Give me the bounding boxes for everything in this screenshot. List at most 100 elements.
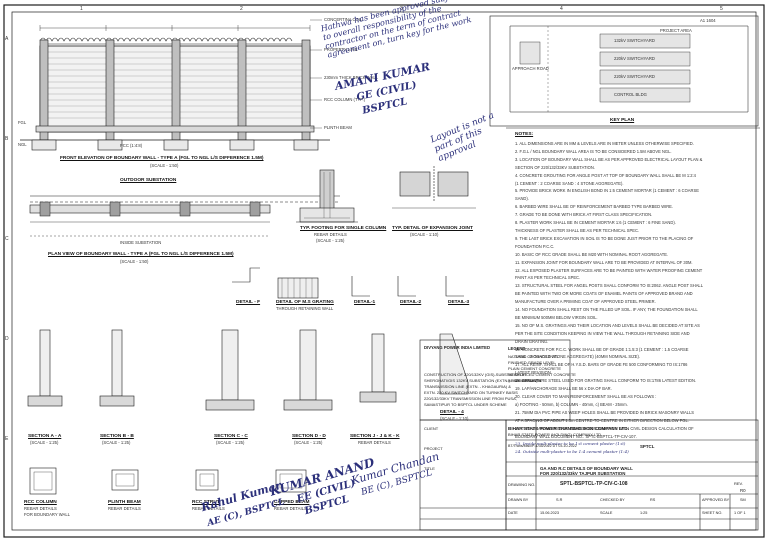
note-line: MANUFACTURE OVER A PRIMING COAT OF APPRO… (515, 299, 656, 305)
detail-f-title: DETAIL - F (236, 300, 261, 305)
capped-detail-title: CAPPED BEAM (274, 500, 310, 505)
note-line: SAND : 3 GRADED STONE AGGREGATE) (40MM N… (515, 354, 641, 360)
property-line-label: PROPERTY LINE (324, 47, 358, 52)
svg-text:B: B (5, 136, 9, 142)
note-line: 2. F.G.L / NGL BOUNDARY WALL AREA IS TO … (515, 148, 672, 154)
note-line: 18. STRUCTURE STEEL USED FOR GRATING SHA… (515, 378, 697, 384)
project-label: PROJECT (424, 446, 443, 451)
svg-text:4: 4 (560, 6, 563, 12)
notes-list: 1. ALL DIMENSIONS ARE IN MM & LEVELS ARE… (515, 140, 760, 456)
concertina-label: CONCERTINA COIL (324, 17, 363, 22)
legend-item: PLAIN CEMENT CONCRETE (508, 366, 562, 371)
note-line: PAINT AS PER TECHNICAL SPEC. (515, 275, 581, 281)
ref-line: BT/Trans/Misc/P-1/35/2022 DT 03-10-2022 (508, 444, 577, 448)
small-details-row (232, 267, 464, 299)
section-j-sub: REBAR DETAILS (358, 440, 391, 445)
front-elevation-scale: (SCALE - 1:50) (150, 163, 179, 168)
legend-item: NATURAL GROUND LEVEL (508, 354, 559, 359)
company-name: BIHAR STATE POWER TRANSMISSION COMPANY L… (508, 426, 629, 431)
date-value: 15.06.2023 (540, 511, 560, 515)
legend-item: REINFORCED CEMENT CONCRETE (508, 372, 576, 377)
detail-3-title: DETAIL-3 (448, 300, 470, 305)
note-line: 16. CONCRETE FOR P.C.C. WORK SHALL BE OF… (515, 346, 689, 352)
note-line: SECTION OF 220/132/33KV SUBSTATION. (515, 164, 595, 170)
note-line: 20. CLEAR COVER TO MAIN REINFORCEMENT SH… (515, 394, 657, 399)
note-line: 5. PROVIDE BRICK WORK IN ENGLISH BOND IN… (515, 188, 699, 194)
rev-label: REV. (734, 481, 743, 486)
sheet-label: SHEET NO. (702, 511, 723, 515)
project-line: SAMASTIPUR TO BSPTCL UNDER SCHEME (424, 402, 507, 407)
footing-detail (296, 169, 358, 223)
firm-name: DIVYANG POWER INDIA LIMITED (424, 345, 490, 350)
ms-grating-sub: THROUGH RETAINING WALL (276, 306, 334, 311)
expansion-joint-detail (392, 166, 476, 209)
note-line: 19. LAP/ANCHORAGE SHALL BE 56 x DIA OF B… (515, 386, 612, 392)
doc-title-2: FOR 220/132/33kV TAJPUR SUBSTATION (540, 471, 626, 476)
svg-text:2: 2 (240, 6, 243, 12)
ms-grating-title: DETAIL OF M.S GRATING (276, 300, 334, 305)
section-a-scale: (SCALE - 1:25) (30, 440, 59, 445)
note-line: 3. LOCATION OF BOUNDARY WALL SHALL BE AS… (515, 156, 703, 162)
detail-2-title: DETAIL-2 (400, 300, 422, 305)
rcc-column-detail-sub: REBAR DETAILS (24, 506, 57, 511)
project-line: 220/132/33KV TRANSMISSION LINE FROM PUSA… (424, 396, 517, 401)
note-line: a) FOOTING - 50mm, b) COLUMN - 40mm, c) … (515, 401, 628, 407)
footing-scale: (SCALE - 1:25) (316, 238, 345, 243)
footing-sub: REBAR DETAILS (314, 232, 347, 237)
note-line: 22. THIS DRAWING WILL BE READ IN CONJUNC… (515, 425, 694, 431)
note-line: 11. EXPANSION JOINT FOR BOUNDARY WALL AR… (515, 259, 693, 265)
drawing-no-label: DRAWING NO. (508, 482, 536, 487)
sections-row (27, 329, 469, 411)
sheet-value: 1 OF 1 (734, 511, 746, 515)
pcc-label: PCC (1:4:8) (120, 143, 143, 148)
client-label: CLIENT (424, 426, 439, 431)
section-d-scale: (SCALE - 1:25) (294, 440, 323, 445)
note-line: 15. NO OF M.S. GRATINGS AND THEIR LOCATI… (515, 322, 700, 328)
outdoor-substation-title: OUTDOOR SUBSTATION (120, 178, 177, 183)
plinth-detail-title: PLINTH BEAM (108, 500, 141, 505)
checked-value: RS (650, 498, 656, 502)
inside-substation-title: INSIDE SUBSTATION (120, 240, 162, 245)
project-line: TRANSMISSION LINE (EXTN. - KHAGAURIA) & (424, 384, 511, 389)
plan-view (29, 195, 340, 237)
section-a-title: SECTION A - A (28, 434, 62, 439)
rcc-column-label: RCC COLUMN (TYP.) (324, 97, 366, 102)
note-line: (1 CEMENT : 2 COARSE SAND : 4 STONE AGGR… (515, 180, 624, 186)
note-line: 9. THE LAST BRICK EXCAVATION IN SOIL IS … (515, 235, 694, 241)
contractor-name: SPTCL (640, 444, 655, 449)
key-plan-area-b: 220kV SWITCHYARD (614, 56, 655, 61)
section-c-title: SECTION C - C (214, 434, 248, 439)
note-line: 7. GRADE TO BE DONE WITH BRICK AT FIRST … (515, 212, 653, 218)
svg-text:E: E (5, 436, 9, 442)
svg-text:A: A (5, 36, 9, 42)
checked-label: CHECKED BY (600, 498, 625, 502)
note-line: BOUNDARY WALL DOCUMENT NO.: SPTL-BSPTCL-… (515, 433, 637, 439)
detail-4-scale: (SCALE - 1:10) (440, 416, 469, 421)
plan-wall (29, 204, 271, 214)
note-line: BE PAINTED WITH TWO OR MORE COATS OF ENA… (515, 291, 693, 297)
brick-wall-label: 230mm THICK BRICK WALL (324, 75, 378, 80)
strut-detail-sub: REBAR DETAILS (192, 506, 225, 511)
note-line: 17. ALL REINF. SHALL BE OF H.Y.S.D. BARS… (515, 362, 688, 368)
legend-item: FINISHED GRADE LEVEL (508, 360, 556, 365)
detail-4-title: DETAIL - 4 (440, 410, 464, 415)
note-line: 23. Inside mult-plaster to be 1:6 cement… (515, 441, 626, 447)
sub-company-name: BIHAR STATE POWER (HOLDING) COMPANY LTD. (508, 432, 603, 437)
key-plan-tag: PROJECT AREA (660, 28, 692, 33)
project-line: CONSTRUCTION OF 220/132KV (GIS)-SUBSTATI… (424, 372, 527, 377)
footing-title: TYP. FOOTING FOR SINGLE COLUMN (300, 226, 387, 231)
section-d-title: SECTION D - D (292, 434, 326, 439)
note-line: 24. Outside mult-plaster to be 1:4 cemen… (515, 449, 629, 455)
project-line: EXTN. 220 KV SWITCHYARD ON TURNKEY BASIS (424, 390, 518, 395)
plinth-detail-sub: REBAR DETAILS (108, 506, 141, 511)
note-line: THICKNESS OF PLASTER SHALL BE AS PER TEC… (515, 227, 640, 233)
note-line: BE MINIMUM 500MM BELOW VIRGIN SOIL. (515, 314, 598, 320)
legend-item: BRICK MASONRY (508, 378, 542, 383)
key-plan-title: KEY PLAN (610, 118, 635, 123)
svg-text:3: 3 (400, 6, 403, 12)
note-line: LATEST REVISION. (515, 370, 552, 376)
plan-view-scale: (SCALE - 1:50) (120, 259, 149, 264)
svg-text:1: 1 (80, 6, 83, 12)
